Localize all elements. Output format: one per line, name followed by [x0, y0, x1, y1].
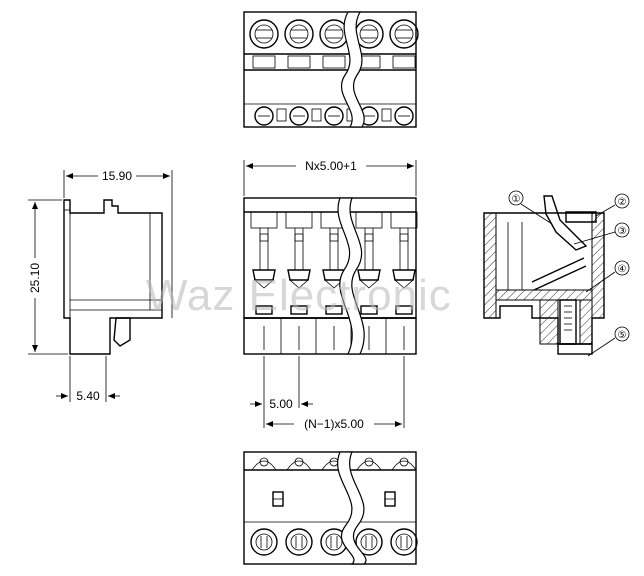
screw-head-inner [289, 24, 309, 44]
watermark-text: Waz Electronic [146, 271, 452, 320]
slot [322, 55, 346, 69]
bump [356, 460, 382, 471]
screw-head-inner [394, 24, 414, 44]
hole [254, 106, 274, 126]
bump [391, 460, 417, 471]
side-view [63, 199, 163, 355]
callout-2-label: ② [618, 197, 627, 208]
hole [289, 106, 309, 126]
dim-height-text: 25.10 [28, 263, 42, 293]
break-line [340, 11, 365, 128]
callout-1-label: ① [512, 194, 521, 205]
screw-head-inner [290, 533, 308, 551]
bump-dot [364, 457, 374, 467]
callout-1: ① [508, 190, 553, 225]
top-view [243, 11, 419, 128]
screw-head-inner [324, 24, 344, 44]
front-top-window [285, 211, 313, 229]
hole [324, 106, 344, 126]
front-small-slot [329, 233, 339, 242]
callout-5-label: ⑤ [618, 330, 627, 341]
hole [394, 106, 414, 126]
screw-head-outer [249, 19, 279, 49]
screw-head-outer [355, 528, 383, 556]
callout-3-label: ③ [618, 226, 627, 237]
section-view [483, 195, 605, 355]
hole-gap [381, 108, 392, 122]
bottom-view [243, 451, 418, 565]
screw-head-outer [250, 528, 278, 556]
dim-width: 15.90 [63, 169, 173, 318]
screw-head-outer [284, 19, 314, 49]
front-small-slot [259, 233, 269, 242]
break-line [337, 197, 365, 355]
screw-head-inner [325, 533, 343, 551]
dim-foot: 5.40 [56, 356, 120, 403]
break-line [337, 451, 367, 565]
bump-dot [329, 457, 339, 467]
screw-head-inner [254, 24, 274, 44]
callout-5: ⑤ [587, 326, 630, 357]
screw-head-outer [390, 528, 418, 556]
bump [251, 460, 277, 471]
bump-dot [259, 457, 269, 467]
front-top-window [355, 211, 383, 229]
bottom-screw-heads [250, 528, 418, 556]
dim-pitch: 5.00 [250, 356, 313, 428]
top-bottom-holes [254, 106, 414, 126]
slot [392, 55, 416, 69]
front-wire-entry-tip [393, 279, 415, 289]
front-wire-entry-tip [288, 279, 310, 289]
callout-4: ④ [585, 260, 630, 293]
screw-head-outer [389, 19, 419, 49]
bump-dot [399, 457, 409, 467]
front-contact [360, 305, 378, 315]
screw-head-inner [395, 533, 413, 551]
front-cells [243, 211, 418, 354]
dim-total-pitch: (N−1)x5.00 [266, 356, 405, 431]
front-small-slot [294, 233, 304, 242]
top-slots [252, 55, 416, 69]
screw-head-outer [285, 528, 313, 556]
screw-head-inner [359, 24, 379, 44]
front-top-window [390, 211, 418, 229]
dim-height: 25.10 [28, 199, 68, 355]
bottom-top-bumps [251, 457, 417, 471]
front-contact [290, 305, 308, 315]
callout-2: ② [595, 193, 630, 217]
front-wire-entry-tip [358, 279, 380, 289]
dim-width-text: 15.90 [102, 169, 132, 183]
bump [286, 460, 312, 471]
dim-length: Nx5.00+1 [243, 159, 417, 196]
front-small-slot [364, 233, 374, 242]
hole-gap [311, 108, 322, 122]
front-wire-entry-tip [253, 279, 275, 289]
callout-4-label: ④ [618, 264, 627, 275]
dim-pitch-text: 5.00 [269, 397, 293, 411]
top-screw-heads [249, 19, 419, 49]
hole-gap [276, 108, 287, 122]
screw-head-inner [255, 533, 273, 551]
front-contact [325, 305, 343, 315]
front-contact [395, 305, 413, 315]
front-wire-entry-tip [323, 279, 345, 289]
dim-foot-text: 5.40 [76, 389, 100, 403]
front-small-slot [399, 233, 409, 242]
bump-dot [294, 457, 304, 467]
front-contact [255, 305, 273, 315]
screw-head-inner [360, 533, 378, 551]
front-view [243, 197, 418, 355]
callout-3: ③ [573, 222, 630, 245]
slot [252, 55, 276, 69]
dim-length-text: Nx5.00+1 [305, 159, 357, 173]
dim-total-pitch-text: (N−1)x5.00 [304, 417, 364, 431]
front-top-window [250, 211, 278, 229]
slot [287, 55, 311, 69]
